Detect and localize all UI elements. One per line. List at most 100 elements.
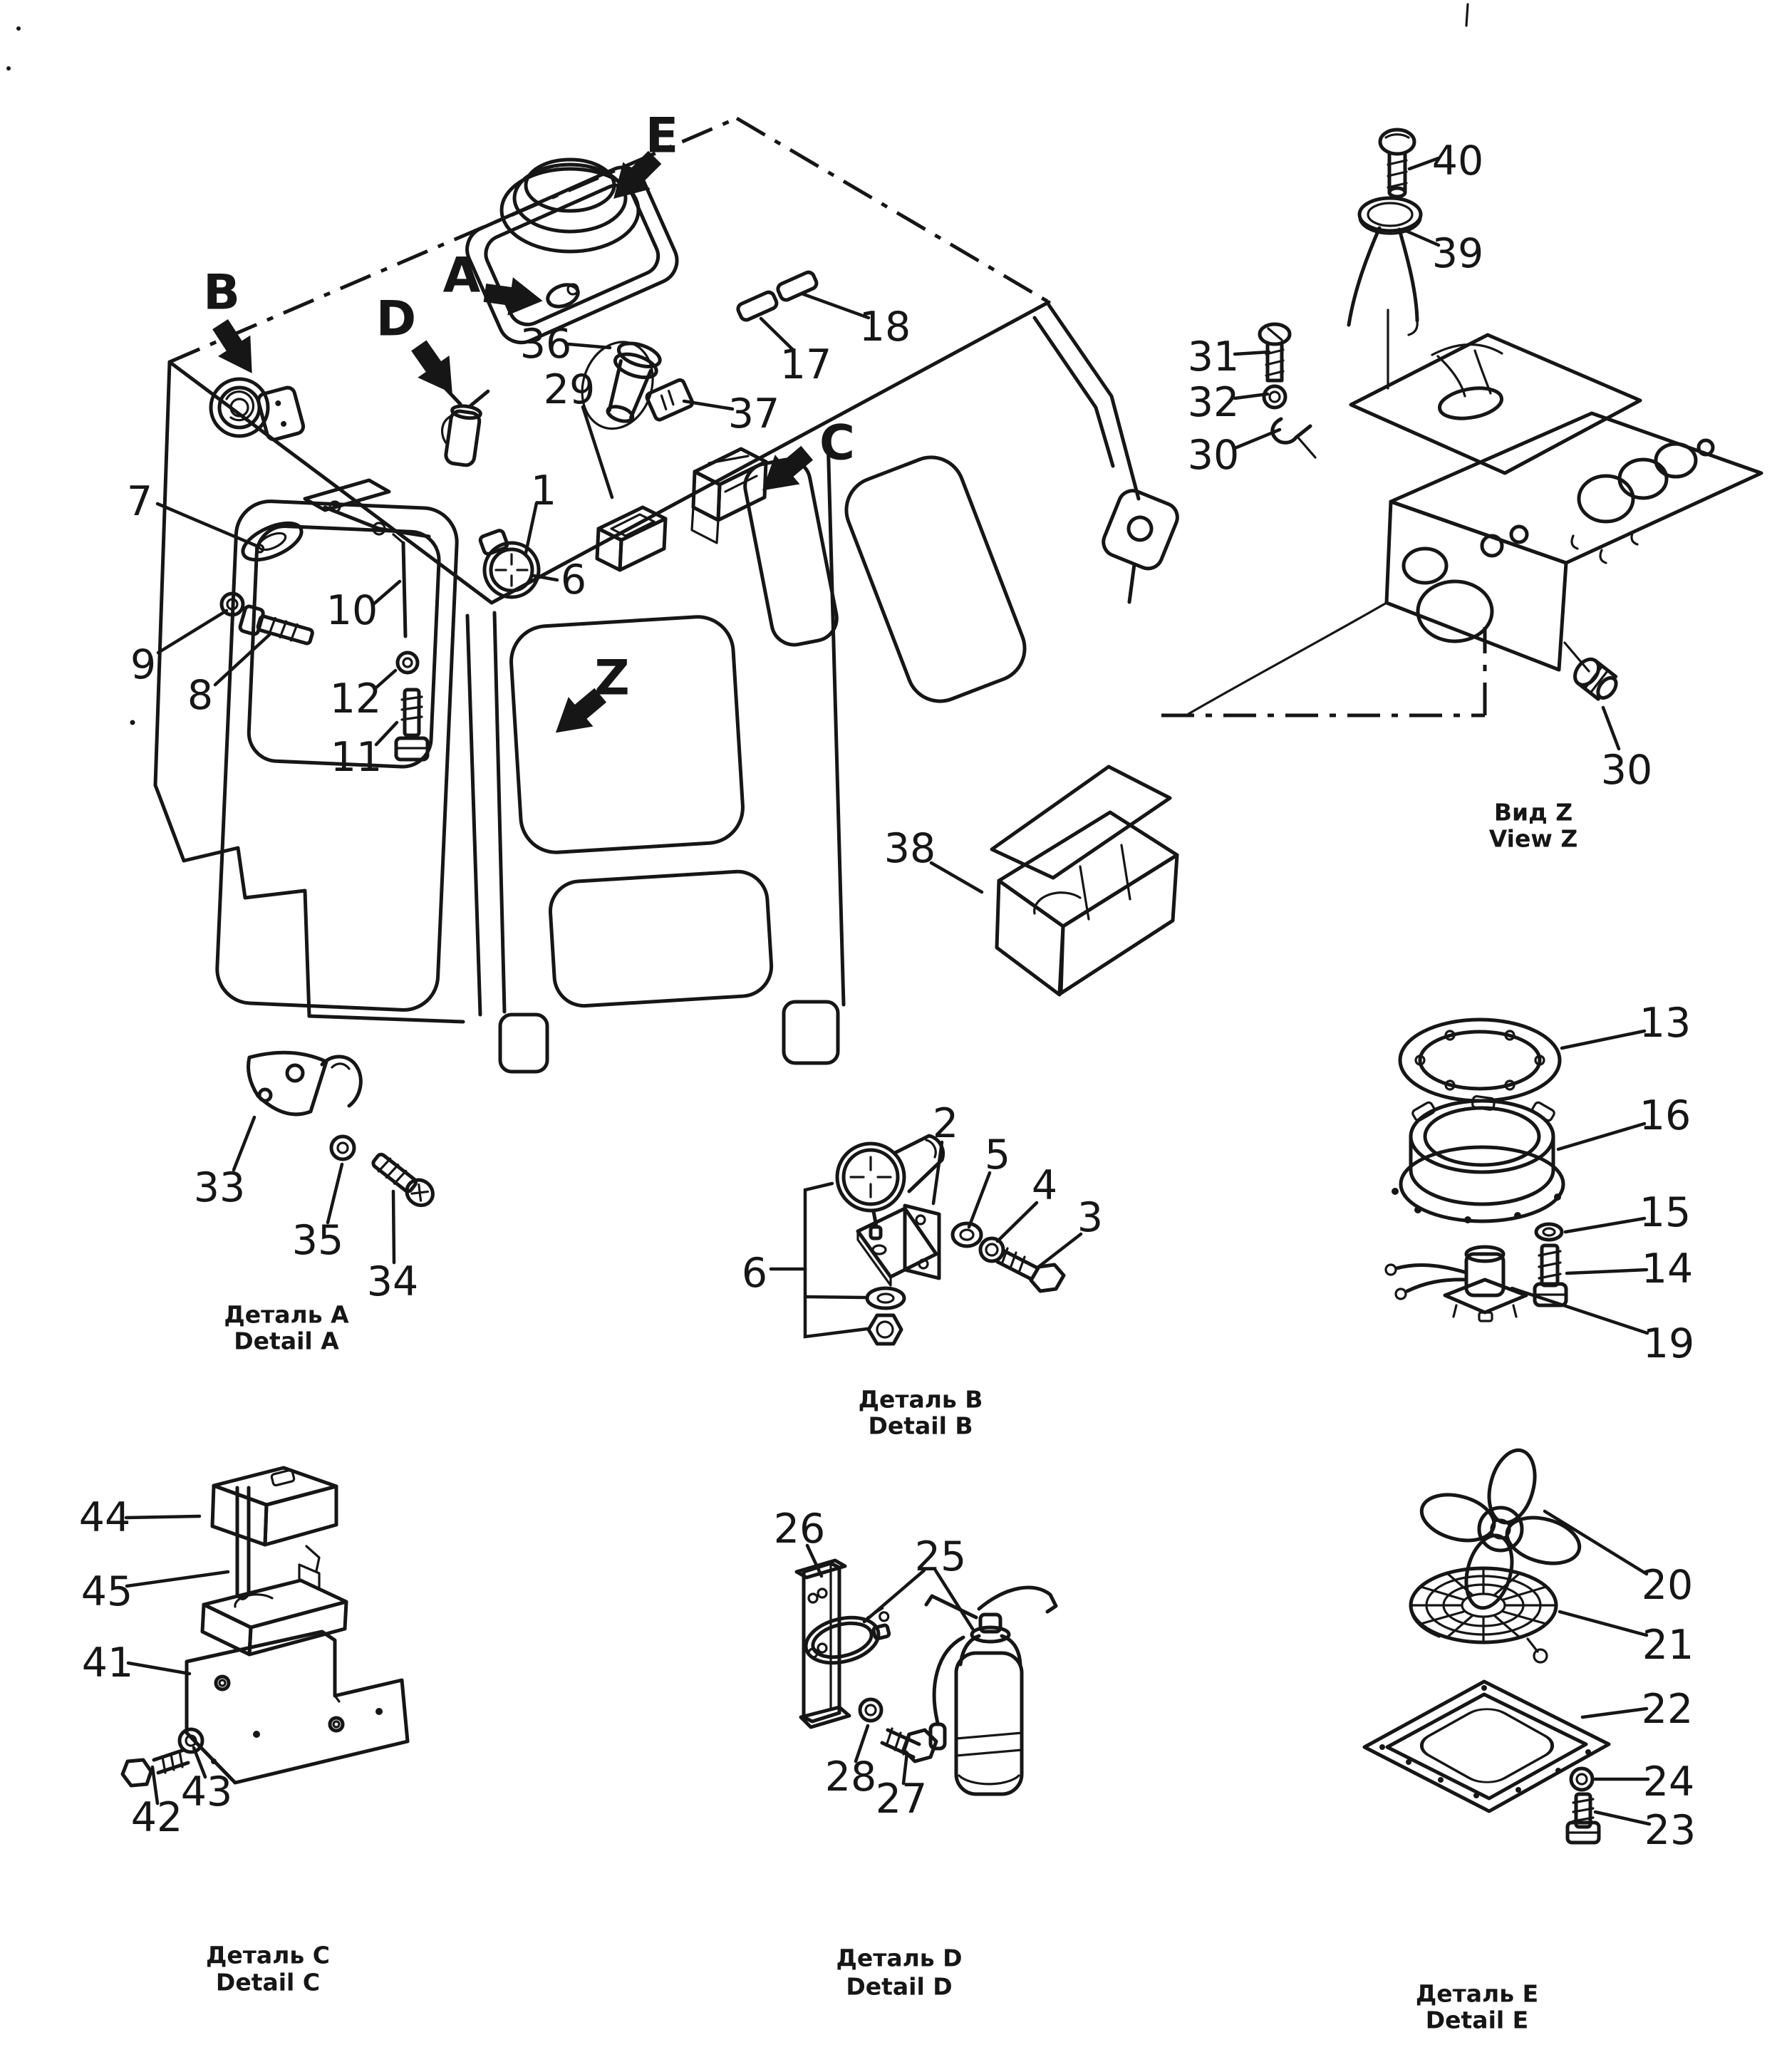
extinguisher-roof-part	[440, 385, 490, 467]
leader-line	[581, 405, 614, 499]
roof-hatch-sketch	[465, 157, 679, 345]
section-letter-label: D	[376, 291, 416, 348]
callout-1-6: 1	[524, 467, 556, 555]
callout-35-21: 35	[292, 1162, 343, 1264]
callout-41-30: 41	[82, 1640, 192, 1687]
section-marker-C: C	[762, 415, 855, 491]
section-letter-label: B	[203, 265, 240, 321]
part-number-label: 23	[1644, 1807, 1696, 1854]
leader-line	[156, 608, 229, 655]
screw-31-part	[1258, 322, 1292, 383]
leader-line	[1233, 350, 1271, 356]
callout-19-41: 19	[1510, 1286, 1694, 1367]
annotation-layer: 7981012111636293717183831323040393033353…	[79, 108, 1696, 2034]
leader-line	[232, 1115, 257, 1172]
detail-c-sketch	[120, 1466, 410, 1788]
part-number-label: 26	[774, 1506, 826, 1553]
leader-line	[799, 291, 871, 320]
callout-27-36: 27	[876, 1751, 927, 1823]
leader-line	[1563, 1216, 1647, 1234]
part-number-label: 41	[82, 1640, 134, 1687]
callout-37-10: 37	[682, 390, 779, 437]
section-arrow-icon	[555, 688, 607, 733]
bracket-2-part	[856, 1203, 941, 1287]
section-marker-B: B	[203, 265, 252, 373]
leader-line	[769, 1181, 834, 1271]
part-number-label: 13	[1639, 1000, 1691, 1047]
bolt-14-part	[1533, 1243, 1568, 1307]
section-marker-Z: Z	[555, 651, 630, 733]
part-number-label: 31	[1188, 333, 1240, 380]
part-number-label: 45	[81, 1568, 133, 1615]
leader-line	[805, 1543, 824, 1578]
part-number-label: 18	[859, 304, 911, 351]
callout-26-33: 26	[774, 1506, 826, 1578]
caption-line: Detail B	[868, 1412, 973, 1440]
leader-line	[803, 1267, 869, 1339]
bolt-23-part	[1565, 1792, 1601, 1845]
part-number-label: 33	[194, 1164, 246, 1211]
washer-24-part	[1569, 1766, 1595, 1792]
callout-17-11: 17	[759, 316, 831, 388]
part-number-label: 3	[1077, 1194, 1103, 1241]
callout-12-4: 12	[330, 668, 398, 722]
box-44-part	[210, 1466, 338, 1573]
callout-14-40: 14	[1565, 1245, 1693, 1293]
leader-line	[1580, 1706, 1649, 1719]
part-number-label: 9	[130, 641, 156, 688]
door-handle-recess	[241, 521, 304, 562]
leader-line	[566, 342, 612, 350]
clamp-30-part	[1270, 417, 1317, 459]
part-number-label: 40	[1432, 138, 1484, 185]
callout-34-22: 34	[367, 1189, 418, 1305]
callout-42-31: 42	[131, 1765, 182, 1841]
callout-30-19: 30	[1601, 705, 1652, 794]
part-number-label: 1	[531, 467, 556, 514]
part-number-label: 20	[1642, 1562, 1694, 1609]
callout-36-8: 36	[520, 321, 612, 368]
part-number-label: 25	[915, 1533, 967, 1580]
callout-15-39: 15	[1563, 1189, 1691, 1236]
bracket-41-part	[185, 1630, 410, 1785]
leader-line	[1035, 1232, 1083, 1270]
part-number-label: 7	[127, 478, 152, 525]
callout-43-32: 43	[181, 1746, 232, 1815]
clamp-ring-part	[804, 1607, 891, 1665]
wiper-linkage-part	[303, 478, 431, 638]
detail-e-sketch	[1362, 1017, 1611, 1845]
screw-34-part	[371, 1152, 435, 1208]
callout-7-0: 7	[127, 478, 259, 548]
part-number-label: 10	[326, 587, 378, 634]
leader-line	[213, 633, 271, 687]
tag-37-part	[645, 378, 695, 422]
callout-11-5: 11	[331, 720, 399, 781]
grommet-39-part	[1347, 196, 1423, 336]
leader-line	[124, 1514, 202, 1520]
callout-31-14: 31	[1188, 333, 1271, 380]
leader-line	[901, 1751, 909, 1786]
caption-line: Деталь C	[206, 1942, 330, 1969]
callout-13-37: 13	[1560, 1000, 1691, 1050]
caption-line: Detail D	[846, 1973, 952, 2001]
leader-line	[1233, 392, 1270, 400]
bolt-11-part	[394, 688, 430, 762]
caption-line: Detail A	[234, 1327, 339, 1355]
callout-24-45: 24	[1593, 1758, 1694, 1806]
leader-line	[1233, 428, 1282, 450]
part-number-label: 11	[331, 734, 383, 781]
callout-18-12: 18	[799, 291, 911, 351]
part-number-label: 30	[1188, 432, 1240, 479]
leader-line	[125, 1570, 230, 1588]
callout-4-25: 4	[995, 1162, 1057, 1243]
leader-line	[524, 501, 539, 555]
callout-2-23: 2	[931, 1100, 958, 1206]
leader-line	[1510, 1286, 1649, 1335]
caption-line: Detail E	[1426, 2006, 1528, 2034]
callout-40-17: 40	[1407, 138, 1484, 185]
callout-16-38: 16	[1556, 1092, 1691, 1151]
horn-part	[209, 377, 306, 442]
leader-line	[1593, 1810, 1652, 1826]
